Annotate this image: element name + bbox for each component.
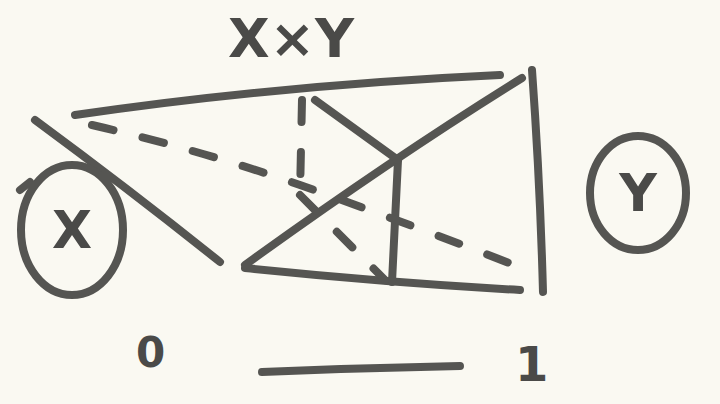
box-edge bbox=[315, 100, 398, 160]
set-name: X bbox=[52, 204, 92, 256]
unit-interval bbox=[262, 366, 460, 372]
box-diagonal bbox=[245, 78, 522, 265]
set-name: Y bbox=[619, 167, 657, 219]
circled-set: X bbox=[16, 160, 128, 300]
axis-number: 1 bbox=[515, 340, 548, 388]
axis-number: 0 bbox=[136, 332, 165, 374]
hidden-edge bbox=[300, 100, 302, 195]
hidden-edge bbox=[300, 195, 385, 280]
product-label: X×Y bbox=[228, 12, 354, 66]
box-edge bbox=[75, 75, 500, 115]
box-edge bbox=[35, 120, 220, 262]
circled-set: Y bbox=[585, 131, 691, 255]
box-edge bbox=[532, 70, 543, 292]
